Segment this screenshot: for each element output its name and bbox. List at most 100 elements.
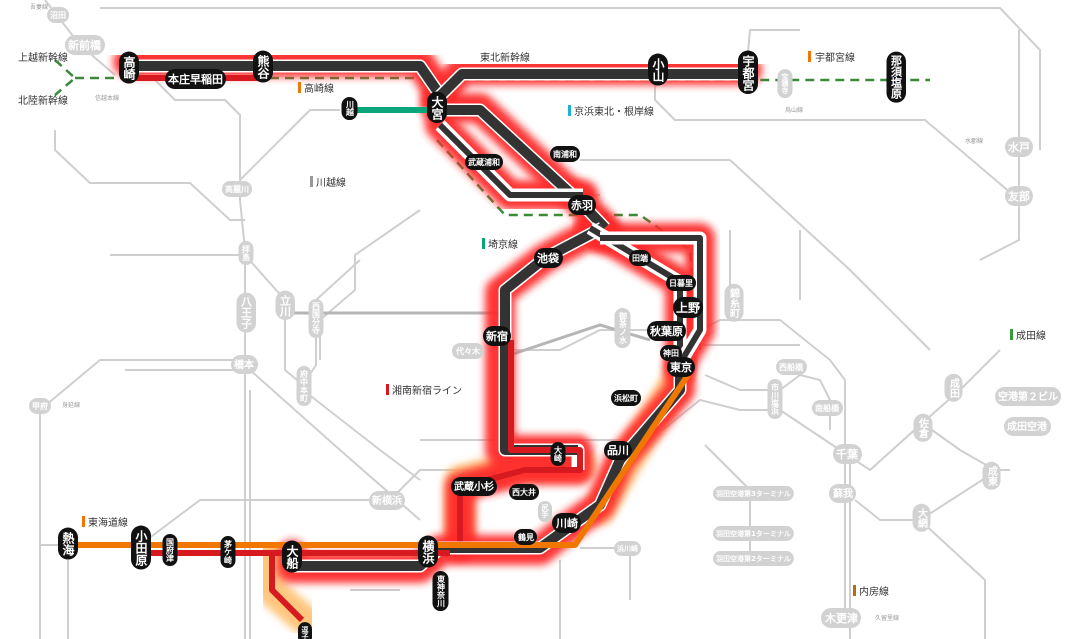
legend-uchibo-line: 内房線 xyxy=(853,585,889,598)
station-tsurumi[interactable]: 鶴見 xyxy=(514,529,537,545)
station-label: 西国分寺 xyxy=(312,302,321,335)
station-haneda-t1[interactable]: 羽田空港第1ターミナル xyxy=(713,526,794,541)
station-nishi-oi[interactable]: 西大井 xyxy=(509,484,539,500)
station-hachioji[interactable]: 八王子 xyxy=(236,292,257,333)
station-haneda-t2[interactable]: 羽田空港第2ターミナル xyxy=(713,551,794,566)
station-shin-yokohama[interactable]: 新横浜 xyxy=(369,491,405,510)
station-hoshakuji[interactable]: 宝積寺 xyxy=(777,69,793,99)
station-akabane[interactable]: 赤羽 xyxy=(568,195,596,215)
station-shitte[interactable]: 尻手 xyxy=(538,501,552,523)
station-shinjuku[interactable]: 新宿 xyxy=(483,326,511,346)
station-shinagawa[interactable]: 品川 xyxy=(604,441,632,460)
station-musashi-kosugi[interactable]: 武蔵小杉 xyxy=(451,477,497,496)
station-oami[interactable]: 大網 xyxy=(912,503,931,532)
station-oyama[interactable]: 小山 xyxy=(648,53,668,86)
station-hamamatsucho[interactable]: 浜松町 xyxy=(611,390,641,406)
station-naruto[interactable]: 成東 xyxy=(982,461,1001,490)
station-label: 市川塩浜 xyxy=(771,382,780,416)
station-sakura[interactable]: 佐倉 xyxy=(913,413,933,442)
station-yokohama[interactable]: 横浜 xyxy=(418,535,438,568)
station-higashi-kanagawa[interactable]: 東神奈川 xyxy=(432,571,449,612)
station-utsunomiya[interactable]: 宇都宮 xyxy=(738,50,758,94)
station-nishi-funabashi[interactable]: 西船橋 xyxy=(776,359,807,375)
station-airport-terminal-2[interactable]: 空港第２ビル xyxy=(995,387,1061,406)
station-hashimoto[interactable]: 橋本 xyxy=(231,355,258,374)
station-pill xyxy=(660,345,682,361)
station-kumagaya[interactable]: 熊谷 xyxy=(253,50,273,83)
station-label: 南浦和 xyxy=(553,149,577,159)
station-label: 品川 xyxy=(607,444,629,457)
station-atami[interactable]: 熱海 xyxy=(58,527,78,560)
station-pill xyxy=(713,526,794,541)
station-haijima[interactable]: 拝島 xyxy=(238,241,254,266)
station-musashi-urawa[interactable]: 武蔵浦和 xyxy=(465,154,503,170)
station-tabata[interactable]: 田端 xyxy=(629,250,651,266)
station-ochanomizu[interactable]: 御茶ノ水 xyxy=(614,308,631,349)
station-chiba[interactable]: 千葉 xyxy=(833,444,862,464)
station-yoyogi[interactable]: 代々木 xyxy=(452,343,484,359)
station-label: 小田原 xyxy=(134,529,148,567)
station-ikebukuro[interactable]: 池袋 xyxy=(534,248,563,268)
station-narita[interactable]: 成田 xyxy=(944,373,963,402)
station-zushi[interactable]: 逗子 xyxy=(298,622,312,639)
station-komagawa[interactable]: 高麗川 xyxy=(222,181,252,197)
station-kanda[interactable]: 神田 xyxy=(660,345,682,361)
station-pill xyxy=(162,534,178,567)
station-odawara[interactable]: 小田原 xyxy=(131,525,151,570)
station-kawagoe[interactable]: 川越 xyxy=(341,97,358,121)
station-label: 東神奈川 xyxy=(436,574,446,608)
station-ichikawa-shiohama[interactable]: 市川塩浜 xyxy=(767,379,783,420)
station-tachikawa[interactable]: 立川 xyxy=(275,290,296,320)
station-nippori[interactable]: 日暮里 xyxy=(666,275,696,291)
station-minami-urawa[interactable]: 南浦和 xyxy=(550,146,580,162)
station-narita-airport[interactable]: 成田空港 xyxy=(1004,417,1051,436)
station-akihabara[interactable]: 秋葉原 xyxy=(647,321,686,341)
station-pill xyxy=(552,513,581,533)
station-nishi-kokubunji[interactable]: 西国分寺 xyxy=(308,299,324,339)
station-pill xyxy=(776,359,807,375)
station-pill xyxy=(369,491,405,510)
svg-text:湘南新宿ライン: 湘南新宿ライン xyxy=(392,384,462,397)
station-kofu[interactable]: 甲府 xyxy=(29,398,51,414)
station-honjo-waseda[interactable]: 本庄早稲田 xyxy=(165,69,226,89)
legend-keihin-tohoku-line: 京浜東北・根岸線 xyxy=(568,105,654,118)
station-hama-kawasaki[interactable]: 浜川崎 xyxy=(614,541,641,556)
station-pill xyxy=(220,536,236,569)
svg-text:東海道線: 東海道線 xyxy=(88,516,128,529)
station-nasushiobara[interactable]: 那須塩原 xyxy=(886,51,907,103)
station-pill xyxy=(611,390,641,406)
station-tomobe[interactable]: 友部 xyxy=(1005,186,1033,206)
station-ueno[interactable]: 上野 xyxy=(673,297,704,318)
station-mito[interactable]: 水戸 xyxy=(1005,137,1033,157)
station-kisarazu[interactable]: 木更津 xyxy=(821,608,861,628)
station-pill xyxy=(913,413,933,442)
station-label: 逗子 xyxy=(301,625,309,639)
station-fuchu-hommachi[interactable]: 府中本町 xyxy=(296,366,312,407)
station-tokyo[interactable]: 東京 xyxy=(667,357,695,377)
station-pill xyxy=(58,527,78,560)
station-shin-maebashi[interactable]: 新前橋 xyxy=(65,35,105,55)
station-pill xyxy=(604,441,632,460)
station-kozu[interactable]: 国府津 xyxy=(162,534,178,567)
station-label: 高崎 xyxy=(122,55,136,81)
station-haneda-t3[interactable]: 羽田空港第3ターミナル xyxy=(713,486,794,501)
station-soga[interactable]: 蘇我 xyxy=(829,484,856,503)
station-minami-funabashi[interactable]: 南船橋 xyxy=(812,400,843,416)
station-pill xyxy=(165,69,226,89)
station-numata[interactable]: 沼田 xyxy=(47,7,69,23)
station-osaki[interactable]: 大崎 xyxy=(550,442,566,467)
station-kinshicho[interactable]: 錦糸町 xyxy=(724,283,744,322)
station-ofuna[interactable]: 大船 xyxy=(282,540,302,573)
station-chigasaki[interactable]: 茅ケ崎 xyxy=(220,536,236,569)
station-omiya[interactable]: 大宮 xyxy=(427,91,447,123)
station-label: 大船 xyxy=(285,544,299,570)
station-pill xyxy=(514,529,537,545)
station-label: 新宿 xyxy=(486,329,508,343)
station-label: 新前橋 xyxy=(68,38,102,52)
station-pill xyxy=(550,146,580,162)
station-takasaki[interactable]: 高崎 xyxy=(119,51,139,84)
station-kawasaki[interactable]: 川崎 xyxy=(552,513,581,533)
station-label: 甲府 xyxy=(32,401,48,411)
station-label: 拝島 xyxy=(242,244,251,262)
station-pill xyxy=(666,275,696,291)
